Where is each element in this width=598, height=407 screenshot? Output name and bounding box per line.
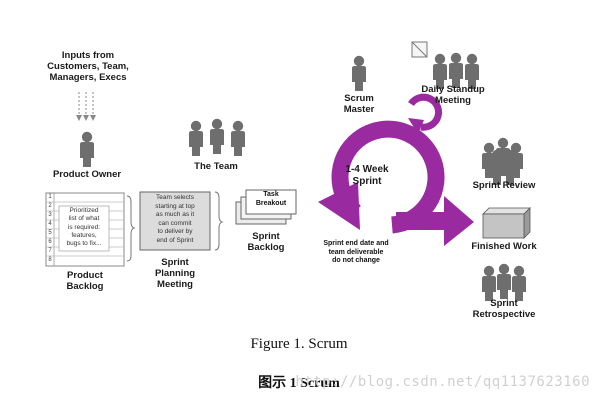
team-icon — [189, 118, 245, 156]
review-team-icon — [482, 137, 523, 185]
backlog-note: Prioritized list of what is required: fe… — [66, 207, 102, 248]
inputs-label: Inputs from Customers, Team, Managers, E… — [47, 50, 129, 83]
backlog-row-number: 8 — [48, 257, 52, 263]
product-backlog-list — [45, 192, 125, 267]
person-icon — [352, 55, 366, 91]
finished-work-label: Finished Work — [471, 241, 537, 252]
document-icon — [235, 189, 297, 225]
figure-caption: Figure 1. Scrum — [250, 336, 348, 352]
arrow-right-icon — [396, 196, 474, 246]
retrospective-label: Sprint Retrospective — [472, 298, 536, 320]
backlog-row-number: 2 — [48, 203, 52, 209]
backlog-row-number: 7 — [48, 248, 52, 254]
planning-note: Team selects starting at top as much as … — [155, 194, 195, 244]
product-backlog-label: Product Backlog — [66, 270, 104, 292]
backlog-row-number: 1 — [48, 194, 52, 200]
backlog-row-number: 5 — [48, 230, 52, 236]
box-icon — [482, 207, 531, 239]
task-breakout-label: Task Breakout — [255, 191, 287, 207]
backlog-row-numbers: 1 2 3 4 5 6 7 8 — [46, 193, 54, 266]
backlog-row-number: 6 — [48, 239, 52, 245]
cycle-arrow-icon — [318, 120, 445, 234]
watermark: http://blog.csdn.net/qq1137623160 — [295, 374, 590, 390]
sprint-note: Sprint end date and team deliverable do … — [323, 240, 389, 264]
sprint-planning-label: Sprint Planning Meeting — [154, 257, 196, 290]
brace-icon — [126, 195, 136, 262]
person-icon — [80, 131, 94, 167]
planning-box — [139, 191, 211, 251]
sprint-length-label: 1-4 Week Sprint — [345, 164, 389, 187]
backlog-row-number: 4 — [48, 221, 52, 227]
sprint-backlog-label: Sprint Backlog — [247, 231, 285, 253]
small-cycle-arrow-icon — [408, 93, 443, 134]
the-team-label: The Team — [194, 161, 238, 172]
inputs-arrows — [76, 92, 96, 121]
document-icon — [411, 41, 428, 58]
sprint-review-label: Sprint Review — [472, 180, 536, 191]
chinese-caption: 图示 1 Scrum — [258, 376, 340, 391]
brace-icon — [214, 191, 224, 251]
product-owner-label: Product Owner — [52, 169, 122, 180]
retrospective-team-icon — [482, 263, 526, 301]
backlog-row-number: 3 — [48, 212, 52, 218]
daily-standup-label: Daily Standup Meeting — [421, 84, 485, 106]
scrum-master-label: Scrum Master — [343, 93, 375, 115]
